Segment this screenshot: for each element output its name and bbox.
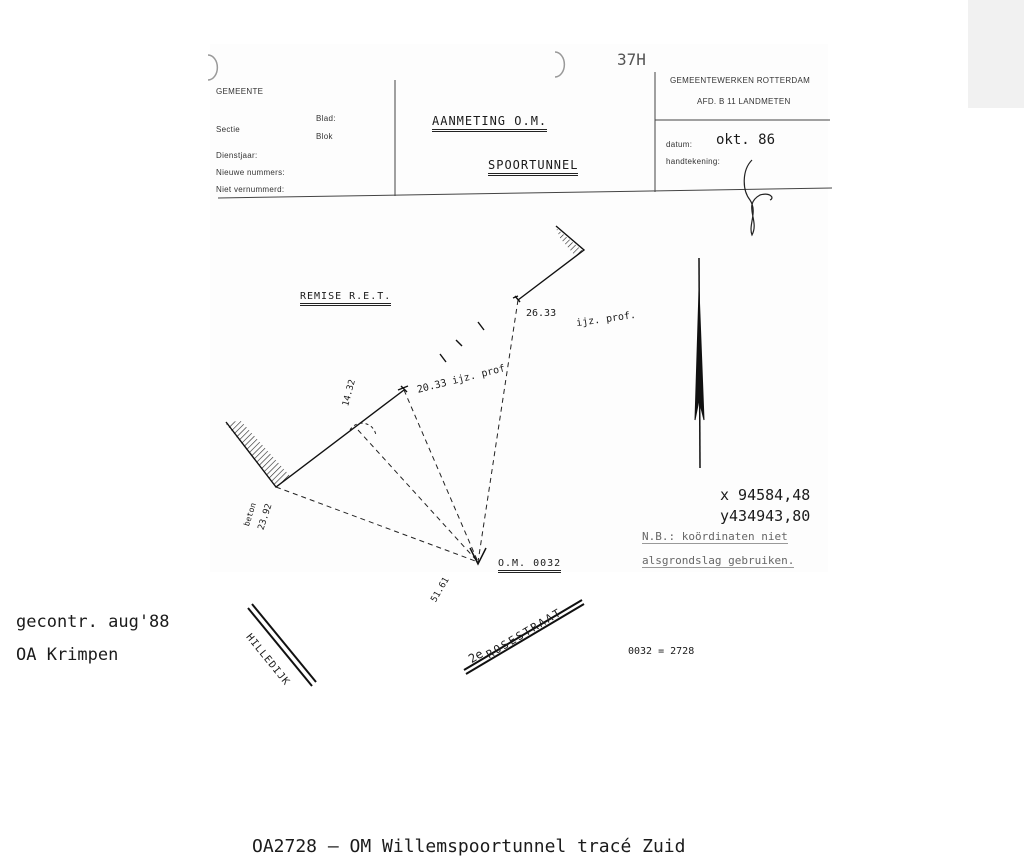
title-line-2: SPOORTUNNEL [488,158,579,176]
punch-hole-right [554,51,566,78]
nb-note-line-2: alsgrondslag gebruiken. [642,554,795,568]
datum-label: datum: [666,140,693,149]
om-label: O.M. 0032 [498,558,562,573]
scanned-paper-scrap [968,0,1024,108]
om-point-arrow [469,547,487,566]
measurement-lines [275,299,519,563]
datum-value: okt. 86 [716,132,776,148]
header-form-grid [217,72,833,199]
dienstjaar-label: Dienstjaar: [216,151,258,160]
blad-label: Blad: [316,114,336,123]
niet-vernummerd-label: Niet vernummerd: [216,185,285,194]
sheet-number: 37H [617,50,646,69]
wall-lower-left [225,389,405,488]
org-line-1: GEMEENTEWERKEN ROTTERDAM [670,76,811,85]
title-line-1: AANMETING O.M. [432,114,548,132]
survey-sheet [210,44,828,572]
org-line-2: AFD. B 11 LANDMETEN [697,97,791,106]
handtekening-label: handtekening: [666,157,721,166]
right-angle-arc [349,422,377,437]
north-arrow [694,257,705,469]
point-a-distance: 26.33 [526,308,557,319]
profile-markers [397,295,521,393]
punch-hole-left [207,54,219,81]
footer-caption: OA2728 – OM Willemspoortunnel tracé Zuid [252,836,686,857]
coordinate-y: y434943,80 [720,507,811,525]
check-note-line-1: gecontr. aug'88 [16,612,170,632]
signature-mark [743,159,773,237]
nb-note-line-1: N.B.: koördinaten niet [642,530,788,544]
wall-upper-right [517,225,586,301]
nieuwe-nummers-label: Nieuwe nummers: [216,168,285,177]
check-note-line-2: OA Krimpen [16,645,119,665]
street-lines [247,599,585,687]
gemeente-label: GEMEENTE [216,87,264,96]
blok-label: Blok [316,132,333,141]
remise-label: REMISE R.E.T. [300,291,392,306]
coordinate-x: x 94584,48 [720,486,811,504]
sectie-label: Sectie [216,125,241,134]
point-equivalence: 0032 = 2728 [628,646,695,657]
